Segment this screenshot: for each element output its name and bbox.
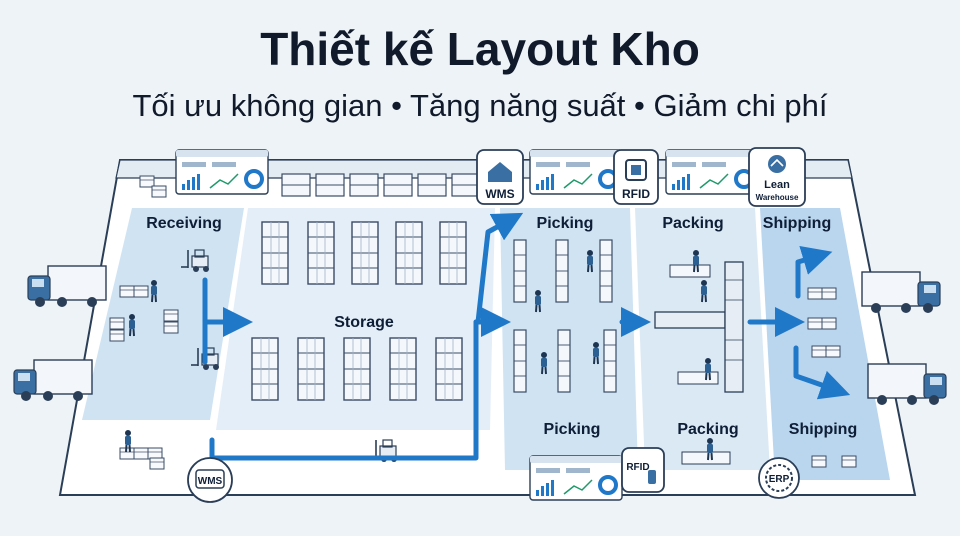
wms-label-top: WMS: [485, 187, 514, 201]
page-subtitle: Tối ưu không gian • Tăng năng suất • Giả…: [132, 88, 828, 123]
wms-badge-top: WMS: [476, 149, 524, 205]
shipping-zone: [760, 208, 890, 480]
page-title: Thiết kế Layout Kho: [260, 23, 700, 75]
lean-warehouse-badge: Lean Warehouse: [748, 147, 806, 207]
wms-label-bottom: WMS: [198, 476, 223, 487]
wms-badge-bottom: WMS: [187, 457, 233, 503]
lean-label-line2: Warehouse: [756, 193, 799, 202]
zone-label-picking-bottom: Picking: [544, 421, 601, 438]
zone-label-picking-top: Picking: [537, 215, 594, 232]
lean-label-line1: Lean: [764, 179, 790, 191]
zone-label-packing-bottom: Packing: [677, 421, 738, 438]
zone-label-receiving: Receiving: [146, 215, 222, 232]
rfid-label-bottom: RFID: [626, 462, 649, 473]
packing-conveyor: [654, 261, 744, 465]
zone-label-storage: Storage: [334, 314, 394, 331]
zone-label-packing-top: Packing: [662, 215, 723, 232]
rfid-badge-top: RFID: [613, 149, 659, 205]
erp-badge: ERP: [758, 457, 800, 499]
zone-label-shipping-bottom: Shipping: [789, 421, 857, 438]
rfid-label-top: RFID: [622, 187, 650, 201]
zone-label-shipping-top: Shipping: [763, 215, 831, 232]
material-flow-arrows: [202, 212, 851, 461]
rfid-badge-bottom: RFID: [621, 447, 665, 493]
erp-label: ERP: [769, 474, 790, 485]
